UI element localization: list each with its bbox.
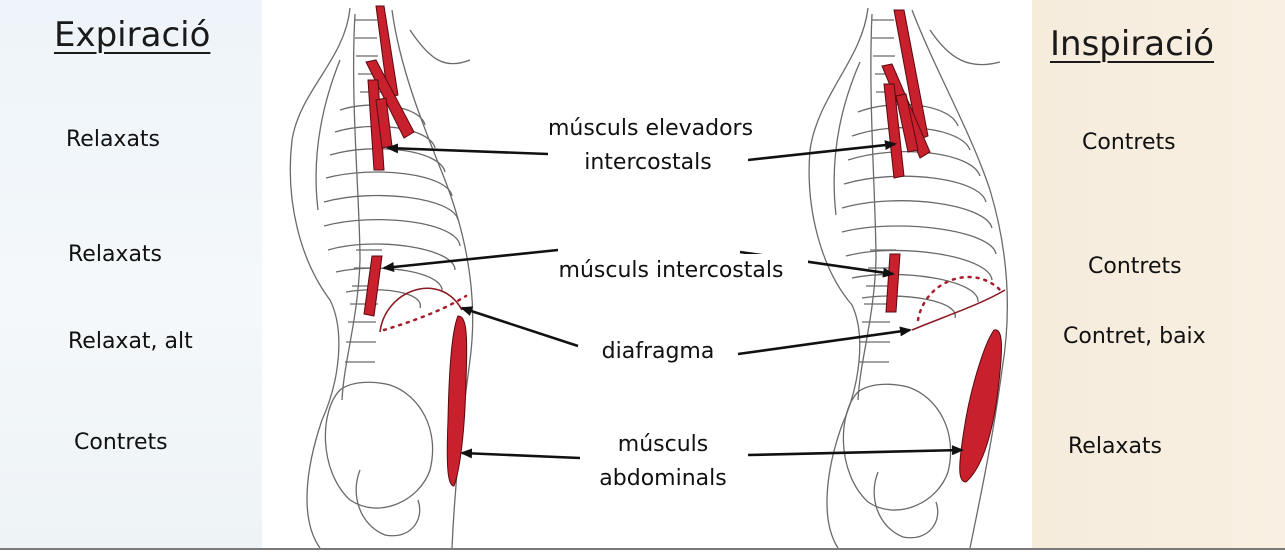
abdominal-muscle-right <box>960 330 1002 482</box>
arrows <box>384 144 962 458</box>
arrow-diaphragm-left <box>462 308 578 346</box>
label-elevator-intercostal-muscles: músculs elevadors intercostals <box>548 112 748 180</box>
bottom-divider <box>0 548 1285 550</box>
label-abdominal-muscles: músculs abdominals <box>580 428 746 496</box>
label-elevators-line2: intercostals <box>548 146 748 180</box>
state-abdominals-expiration: Contrets <box>74 432 168 454</box>
state-intercostals-expiration: Relaxats <box>68 244 162 266</box>
state-elevators-inspiration: Contrets <box>1082 132 1176 154</box>
arrow-elevators-left <box>388 148 548 154</box>
state-diaphragm-inspiration: Contret, baix <box>1063 326 1206 348</box>
state-abdominals-inspiration: Relaxats <box>1068 436 1162 458</box>
arrow-abdominals-right <box>748 450 962 455</box>
intercostal-muscle-right <box>886 254 900 312</box>
label-diaphragm: diafragma <box>580 335 736 369</box>
label-abdominals-line2: abdominals <box>580 462 746 496</box>
arrow-intercostals-left <box>384 250 558 268</box>
state-intercostals-inspiration: Contrets <box>1088 256 1182 278</box>
label-abdominals-line1: músculs <box>580 428 746 462</box>
arrow-abdominals-left <box>462 453 580 458</box>
label-intercostal-muscles: músculs intercostals <box>534 254 808 288</box>
muscles-expiration <box>364 6 467 486</box>
muscles-inspiration <box>882 10 1001 482</box>
state-elevators-expiration: Relaxats <box>66 129 160 151</box>
heading-expiration: Expiració <box>54 18 210 52</box>
heading-inspiration: Inspiració <box>1050 27 1214 61</box>
abdominal-muscle-left <box>447 316 466 486</box>
label-elevators-line1: músculs elevadors <box>548 112 748 146</box>
state-diaphragm-expiration: Relaxat, alt <box>68 331 193 353</box>
